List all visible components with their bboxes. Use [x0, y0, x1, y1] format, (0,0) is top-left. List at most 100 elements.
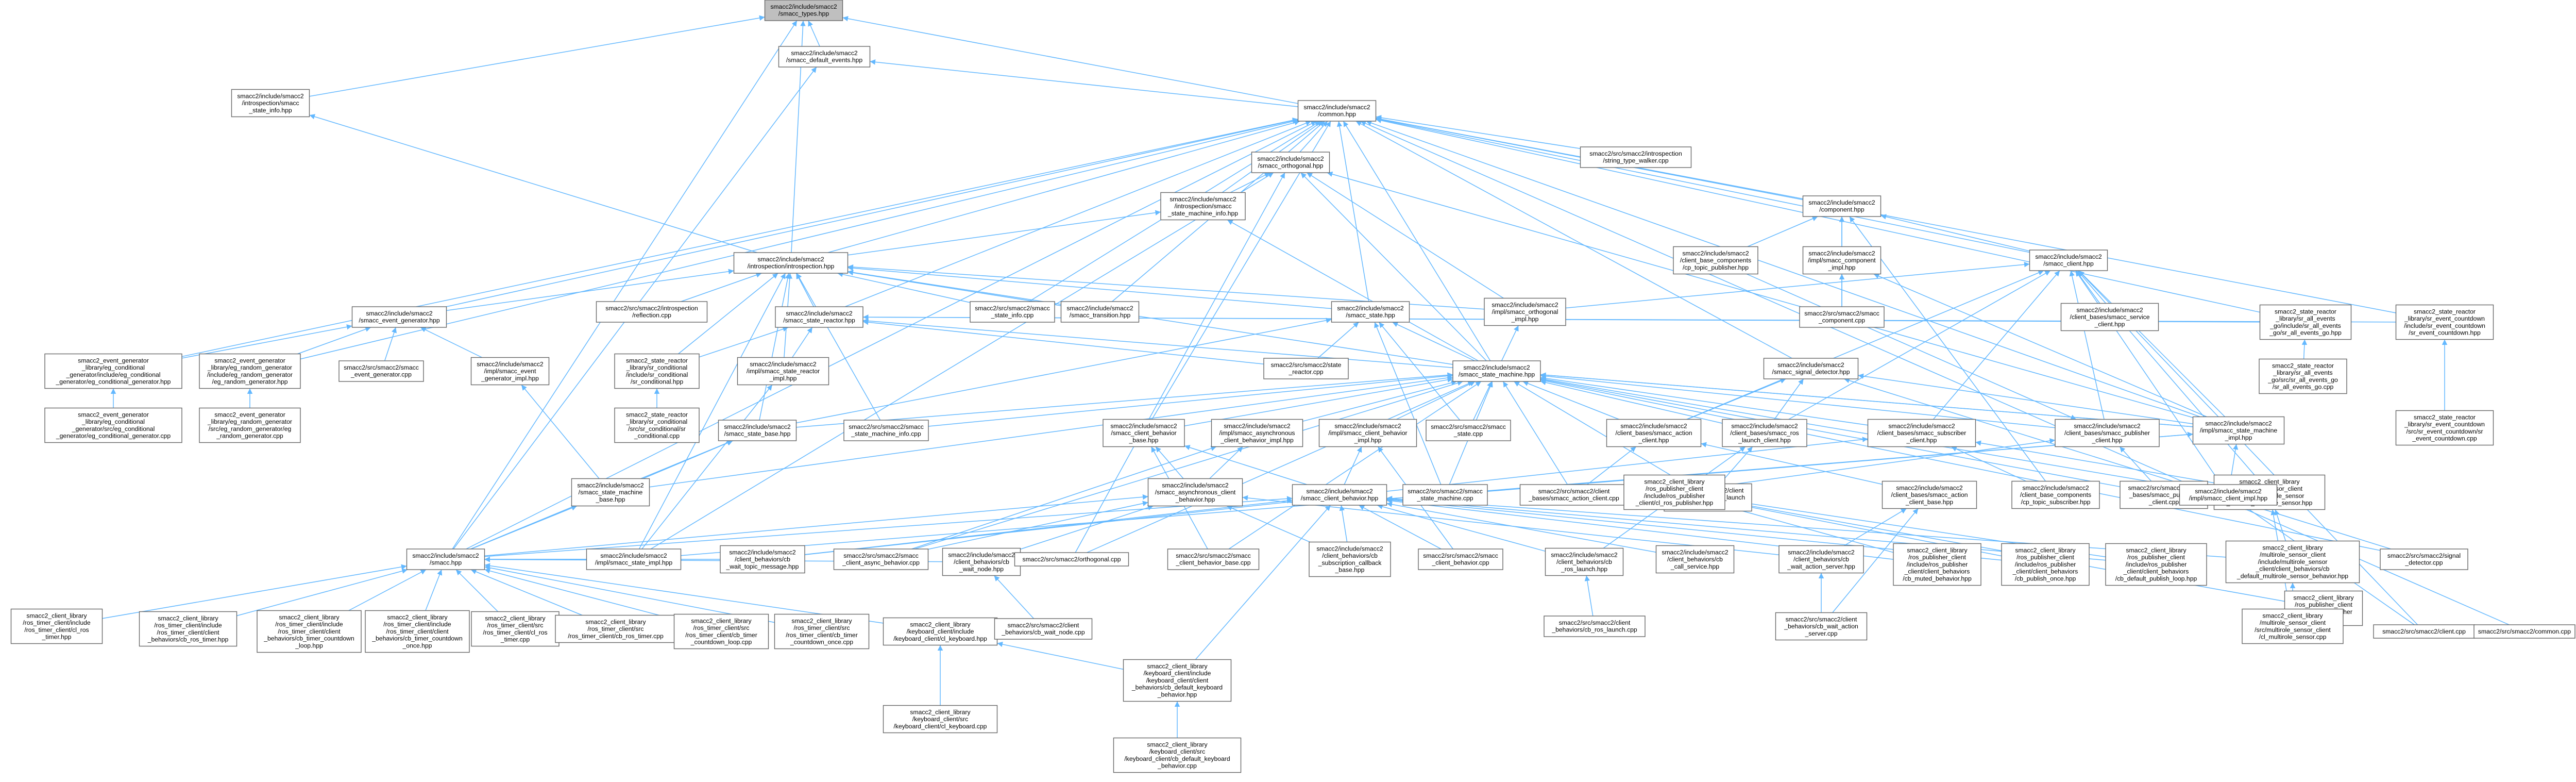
- file-node[interactable]: smacc2/src/smacc2/orthogonal.cpp: [1014, 552, 1129, 567]
- file-node[interactable]: smacc2/src/smacc2/smacc_client_async_beh…: [833, 548, 929, 570]
- file-node-label-line: _library/sr_event_countdown: [2404, 421, 2485, 428]
- file-node[interactable]: smacc2/src/smacc2/client_behaviors/cb_ro…: [1544, 615, 1646, 637]
- file-node[interactable]: smacc2/src/smacc2/smacc_state_machine.cp…: [1402, 484, 1488, 506]
- file-node[interactable]: smacc2_client_library/multirole_sensor_c…: [2225, 540, 2360, 584]
- file-node[interactable]: smacc2/include/smacc2/client_bases/smacc…: [1606, 419, 1702, 447]
- file-node[interactable]: smacc2/include/smacc2/client_behaviors/c…: [1778, 545, 1864, 574]
- file-node[interactable]: smacc2/include/smacc2/impl/smacc_orthogo…: [1484, 297, 1566, 326]
- file-node-label-line: /ros_publisher_client: [1646, 485, 1703, 492]
- file-node[interactable]: smacc2/include/smacc2/client_bases/smacc…: [1882, 480, 1977, 509]
- file-node[interactable]: smacc2_client_library/ros_publisher_clie…: [1623, 474, 1725, 510]
- file-node[interactable]: smacc2_event_generator_library/eg_condit…: [44, 407, 182, 443]
- file-node[interactable]: smacc2/include/smacc2/smacc_state_machin…: [571, 478, 650, 507]
- file-node[interactable]: smacc2/include/smacc2/smacc_state_machin…: [1452, 360, 1541, 382]
- file-node[interactable]: smacc2/include/smacc2/client_behaviors/c…: [942, 547, 1021, 576]
- file-node[interactable]: smacc2/src/smacc2/client_behaviors/cb_wa…: [1775, 612, 1868, 641]
- file-node[interactable]: smacc2_client_library/ros_timer_client/s…: [471, 611, 560, 647]
- file-node[interactable]: smacc2/src/smacc2/common.cpp: [2473, 624, 2575, 639]
- file-node[interactable]: smacc2_client_library/ros_publisher_clie…: [1893, 543, 1981, 586]
- file-node[interactable]: smacc2/include/smacc2/smacc.hpp: [406, 548, 485, 570]
- file-node[interactable]: smacc2/src/smacc2/smacc_client_behavior.…: [1418, 548, 1503, 570]
- file-node[interactable]: smacc2/src/smacc2/signal_detector.cpp: [2380, 548, 2468, 570]
- file-node[interactable]: smacc2/include/smacc2/client_behaviors/c…: [720, 545, 805, 574]
- file-node[interactable]: smacc2_state_reactor_library/sr_event_co…: [2395, 304, 2494, 340]
- file-node-label-line: _library/sr_conditional: [626, 364, 688, 371]
- file-node[interactable]: smacc2_state_reactor_library/sr_conditio…: [614, 353, 700, 389]
- file-node[interactable]: smacc2/include/smacc2/client_bases/smacc…: [2060, 303, 2159, 331]
- file-node[interactable]: smacc2/include/smacc2/impl/smacc_client_…: [2179, 484, 2278, 506]
- file-node[interactable]: smacc2_client_library/keyboard_client/in…: [883, 617, 998, 646]
- file-node[interactable]: smacc2/src/smacc2/client.cpp: [2373, 624, 2475, 639]
- file-node[interactable]: smacc2/include/smacc2/smacc_orthogonal.h…: [1251, 152, 1330, 173]
- file-node[interactable]: smacc2_client_library/ros_timer_client/i…: [10, 608, 103, 644]
- file-node[interactable]: smacc2_client_library/keyboard_client/sr…: [1113, 737, 1242, 773]
- file-node[interactable]: smacc2/include/smacc2/smacc_state_reacto…: [775, 306, 863, 328]
- file-node[interactable]: smacc2/include/smacc2/client_bases/smacc…: [1722, 419, 1807, 447]
- file-node[interactable]: smacc2_client_library/keyboard_client/in…: [1123, 659, 1232, 702]
- file-node[interactable]: smacc2/src/smacc2/smacc_state_info.cpp: [970, 301, 1055, 323]
- file-node[interactable]: smacc2/include/smacc2/client_base_compon…: [2011, 480, 2100, 509]
- file-node[interactable]: smacc2/include/smacc2/impl/smacc_state_i…: [586, 548, 682, 570]
- file-node[interactable]: smacc2_state_reactor_library/sr_event_co…: [2395, 410, 2494, 446]
- file-node[interactable]: smacc2_client_library/ros_publisher_clie…: [2105, 543, 2207, 586]
- file-node[interactable]: smacc2/include/smacc2/client_bases/smacc…: [2055, 419, 2160, 447]
- file-node[interactable]: smacc2/include/smacc2/introspection/smac…: [231, 89, 310, 118]
- file-node[interactable]: smacc2/src/smacc2/smacc_component.cpp: [1799, 306, 1885, 328]
- file-node[interactable]: smacc2/include/smacc2/impl/smacc_compone…: [1802, 246, 1882, 275]
- file-node[interactable]: smacc2_client_library/ros_timer_client/s…: [555, 614, 676, 643]
- file-node[interactable]: smacc2_event_generator_library/eg_condit…: [44, 353, 182, 389]
- file-node[interactable]: smacc2/include/smacc2/common.hpp: [1297, 100, 1377, 122]
- file-node[interactable]: smacc2/include/smacc2/impl/smacc_asynchr…: [1211, 419, 1303, 447]
- file-node[interactable]: smacc2_client_library/multirole_sensor_c…: [2242, 608, 2344, 644]
- file-node[interactable]: smacc2_client_library/ros_timer_client/s…: [673, 613, 769, 650]
- file-node[interactable]: smacc2_client_library/ros_timer_client/i…: [365, 610, 470, 653]
- file-node[interactable]: smacc2/include/smacc2/component.hpp: [1802, 195, 1882, 217]
- file-node[interactable]: smacc2/src/smacc2/smacc_state_machine_in…: [843, 420, 929, 441]
- file-node[interactable]: smacc2/src/smacc2/state_reactor.cpp: [1263, 358, 1349, 379]
- file-node[interactable]: smacc2_state_reactor_library/sr_conditio…: [614, 407, 700, 443]
- file-node[interactable]: smacc2/src/smacc2/introspection/reflecti…: [596, 301, 708, 323]
- file-node-label-line: smacc2_client_library: [691, 617, 752, 624]
- file-node[interactable]: smacc2/include/smacc2/smacc_signal_detec…: [1763, 358, 1859, 379]
- file-node[interactable]: smacc2/include/smacc2/client_base_compon…: [1673, 246, 1758, 275]
- file-node[interactable]: smacc2_client_library/ros_timer_client/i…: [257, 610, 362, 653]
- file-node-label-line: /keyboard_client/src: [1149, 748, 1205, 755]
- file-node[interactable]: smacc2/include/smacc2/impl/smacc_state_r…: [737, 357, 829, 386]
- file-node[interactable]: smacc2_event_generator_library/eg_random…: [199, 407, 301, 443]
- file-node[interactable]: smacc2/include/smacc2/smacc_event_genera…: [351, 306, 447, 328]
- file-node[interactable]: smacc2/include/smacc2/client_behaviors/c…: [1309, 541, 1391, 577]
- file-node[interactable]: smacc2_event_generator_library/eg_random…: [199, 353, 301, 389]
- file-node[interactable]: smacc2/include/smacc2/smacc_types.hpp: [764, 0, 843, 21]
- file-node[interactable]: smacc2/include/smacc2/smacc_client_behav…: [1292, 484, 1387, 506]
- file-node-label-line: _state.cpp: [1453, 430, 1483, 438]
- file-node[interactable]: smacc2/include/smacc2/smacc_client.hpp: [2029, 249, 2108, 271]
- file-node[interactable]: smacc2/src/smacc2/introspection/string_t…: [1580, 146, 1692, 168]
- file-node[interactable]: smacc2_client_library/ros_timer_client/i…: [139, 611, 238, 647]
- file-node[interactable]: smacc2/include/smacc2/impl/smacc_event_g…: [470, 357, 550, 386]
- file-node[interactable]: smacc2_state_reactor_library/sr_all_even…: [2259, 358, 2347, 394]
- file-node[interactable]: smacc2/include/smacc2/smacc_state_base.h…: [718, 420, 797, 441]
- file-node-label-line: smacc2/src/smacc2/state: [1271, 361, 1342, 369]
- file-node[interactable]: smacc2_client_library/keyboard_client/sr…: [883, 705, 998, 734]
- file-node[interactable]: smacc2/include/smacc2/smacc_state.hpp: [1331, 301, 1410, 323]
- file-node[interactable]: smacc2/include/smacc2/smacc_default_even…: [778, 46, 871, 68]
- file-node[interactable]: smacc2/include/smacc2/smacc_transition.h…: [1060, 301, 1140, 323]
- file-node[interactable]: smacc2/src/smacc2/smacc_state.cpp: [1426, 420, 1511, 441]
- file-node-label-line: smacc2/src/smacc2/smacc: [849, 423, 924, 430]
- file-node[interactable]: smacc2/include/smacc2/smacc_client_behav…: [1103, 419, 1185, 447]
- file-node[interactable]: smacc2_state_reactor_library/sr_all_even…: [2259, 304, 2352, 340]
- file-node[interactable]: smacc2/include/smacc2/client_behaviors/c…: [1655, 545, 1735, 574]
- file-node[interactable]: smacc2/include/smacc2/introspection/smac…: [1160, 192, 1246, 221]
- file-node[interactable]: smacc2/include/smacc2/client_behaviors/c…: [1545, 547, 1624, 576]
- file-node[interactable]: smacc2/include/smacc2/client_bases/smacc…: [1867, 419, 1976, 447]
- file-node[interactable]: smacc2/include/smacc2/introspection/intr…: [733, 252, 849, 274]
- file-node[interactable]: smacc2/src/smacc2/smacc_client_behavior_…: [1167, 548, 1260, 570]
- file-node[interactable]: smacc2/include/smacc2/impl/smacc_state_m…: [2192, 416, 2285, 445]
- file-node[interactable]: smacc2_client_library/ros_publisher_clie…: [2001, 543, 2090, 586]
- file-node[interactable]: smacc2/src/smacc2/smacc_event_generator.…: [338, 360, 424, 382]
- file-node[interactable]: smacc2/include/smacc2/impl/smacc_client_…: [1318, 419, 1417, 447]
- file-node[interactable]: smacc2/include/smacc2/smacc_asynchronous…: [1147, 478, 1243, 507]
- file-node[interactable]: smacc2/src/smacc2/client_bases/smacc_act…: [1519, 484, 1629, 506]
- file-node[interactable]: smacc2/src/smacc2/client_behaviors/cb_wa…: [994, 618, 1093, 640]
- file-node[interactable]: smacc2_client_library/ros_timer_client/s…: [774, 613, 870, 650]
